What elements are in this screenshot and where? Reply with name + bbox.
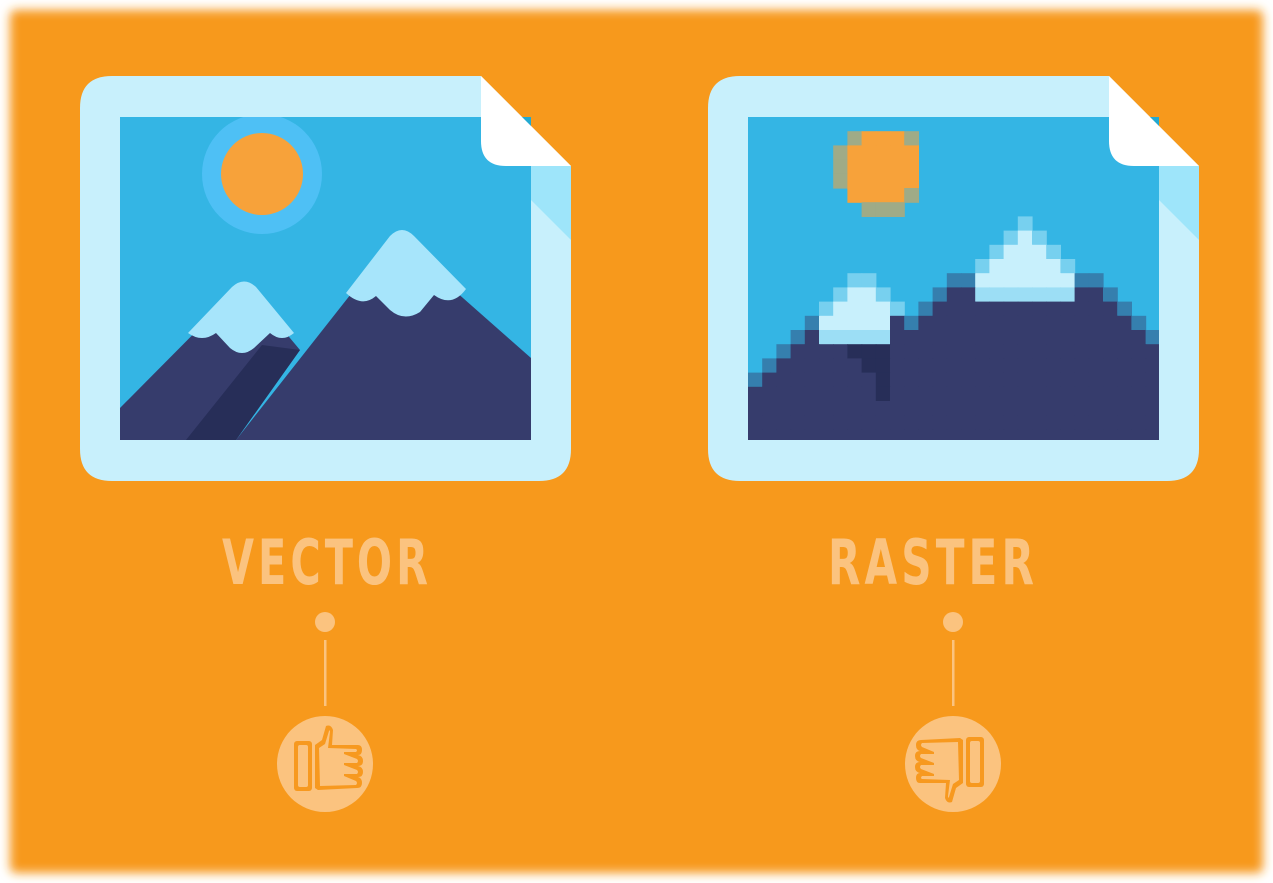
- vector-label: VECTOR: [222, 526, 432, 599]
- raster-image-icon: [708, 76, 1199, 481]
- thumbs-down-icon: [905, 716, 1001, 812]
- raster-label: RASTER: [828, 526, 1038, 599]
- vector-connector: [315, 612, 335, 706]
- vector-image-icon: [80, 76, 571, 481]
- raster-connector: [943, 612, 963, 706]
- thumbs-up-icon: [277, 716, 373, 812]
